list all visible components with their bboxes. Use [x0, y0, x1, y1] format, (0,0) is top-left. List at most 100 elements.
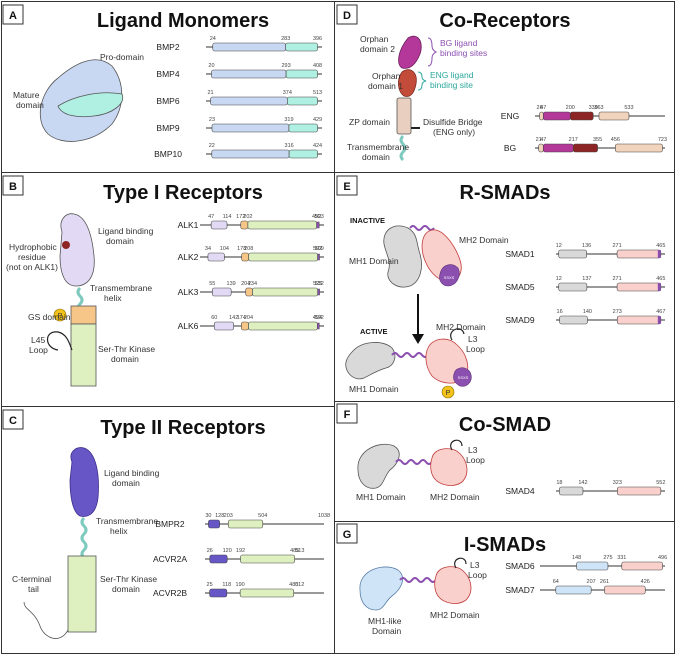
row-label: SMAD5 [505, 282, 535, 292]
active-linker [391, 352, 429, 358]
residue-number: 494 [313, 315, 322, 321]
domain-segment [538, 143, 544, 153]
bg-binding-label-1: BG ligand [440, 38, 478, 48]
active-l3-loop [450, 328, 465, 341]
panel-c-title: Type II Receptors [100, 417, 265, 439]
l45-loop-shape [46, 331, 73, 351]
r-smad-l3-label-2: Loop [466, 344, 485, 354]
type2-transmembrane-helix [80, 516, 88, 560]
domain-segment [539, 111, 544, 121]
residue-number: 178 [237, 246, 246, 252]
disulfide-label-2: (ENG only) [433, 127, 475, 137]
residue-number: 34 [205, 246, 211, 252]
ligand-monomer-illustration: Pro-domain Mature domain [13, 52, 144, 142]
domain-segment [621, 561, 663, 571]
type2-tm-label-1: Transmembrane [96, 516, 158, 526]
disulfide-label-1: Disulfide Bridge [423, 117, 483, 127]
residue-number: 429 [313, 117, 322, 123]
type1-kinase-label-1: Ser-Thr Kinase [98, 344, 155, 354]
domain-segment [572, 143, 598, 153]
domain-segment [227, 519, 264, 529]
domain-segment [317, 288, 320, 296]
mature-domain-label-1: Mature [13, 90, 40, 100]
domain-segment [317, 253, 320, 261]
row-label: BMPR2 [155, 519, 185, 529]
gs-domain-label: GS domain [28, 312, 71, 322]
panel-b-title: Type I Receptors [103, 182, 263, 204]
domain-segment [542, 111, 571, 121]
residue-number: 47 [540, 137, 546, 143]
row-label: ALK3 [178, 287, 199, 297]
hydrophobic-residue-dot [62, 241, 70, 249]
residue-number: 355 [593, 137, 602, 143]
domain-segment [241, 252, 250, 262]
zp-domain-box [396, 97, 412, 135]
row-label: BMP9 [156, 123, 179, 133]
residue-number: 204 [244, 315, 253, 321]
panel-d-letter: D [343, 10, 351, 22]
panel-a-letter: A [9, 10, 17, 22]
domain-segment [240, 220, 249, 230]
panel-d-title: Co-Receptors [439, 10, 570, 32]
l45-label-1: L45 [31, 335, 45, 345]
domain-segment [248, 252, 318, 262]
residue-number: 509 [315, 246, 324, 252]
row-label: ALK6 [178, 321, 199, 331]
inactive-linker [409, 225, 435, 231]
residue-number: 207 [587, 579, 596, 585]
residue-number: 273 [613, 309, 622, 315]
domain-segment [213, 321, 235, 331]
residue-number: 480 [289, 582, 298, 588]
residue-number: 30 [205, 513, 211, 519]
domain-segment [245, 287, 253, 297]
row-label: SMAD7 [505, 585, 535, 595]
domain-segment [555, 585, 592, 595]
orphan1-label-2: domain 1 [368, 81, 403, 91]
residue-number: 532 [315, 281, 324, 287]
residue-number: 128 [215, 513, 224, 519]
residue-number: 513 [295, 548, 304, 554]
residue-number: 136 [582, 243, 591, 249]
i-smad-mh1-domain [359, 566, 404, 611]
domain-segment [598, 111, 630, 121]
i-smad-linker [399, 577, 437, 583]
residue-number: 323 [613, 480, 622, 486]
co-receptor-tm-label-2: domain [362, 152, 390, 162]
inactive-mh1-label: MH1 Domain [349, 256, 399, 266]
orphan1-label-1: Orphan [372, 71, 401, 81]
residue-number: 190 [236, 582, 245, 588]
domain-segment [288, 149, 318, 159]
hydrophobic-label-3: (not on ALK1) [6, 262, 58, 272]
type1-lbd-label-1: Ligand binding [98, 226, 154, 236]
domain-segment [208, 519, 220, 529]
domain-segment [211, 69, 287, 79]
type1-ligand-binding-domain [59, 213, 95, 287]
domain-segment [209, 554, 228, 564]
panel-g-frame [334, 521, 675, 654]
row-label: ACVR2A [153, 554, 187, 564]
residue-number: 396 [313, 36, 322, 42]
panel-f-letter: F [344, 409, 351, 421]
residue-number: 202 [243, 214, 252, 220]
pro-domain-label: Pro-domain [100, 52, 144, 62]
residue-number: 47 [540, 105, 546, 111]
domain-segment [288, 123, 318, 133]
domain-segment [616, 282, 662, 292]
r-smad-phosphate-label: P [446, 390, 451, 397]
row-label: ALK2 [178, 252, 199, 262]
panel-e-title: R-SMADs [459, 182, 550, 204]
domain-segment [569, 111, 594, 121]
active-mh1-domain [345, 342, 396, 380]
type1-kinase-label-2: domain [111, 354, 139, 364]
row-label: ACVR2B [153, 588, 187, 598]
type1-receptor-illustration: P Ligand binding domain Hydrophobic resi… [6, 213, 155, 387]
panel-c-frame [1, 406, 335, 654]
residue-number: 467 [656, 309, 665, 315]
